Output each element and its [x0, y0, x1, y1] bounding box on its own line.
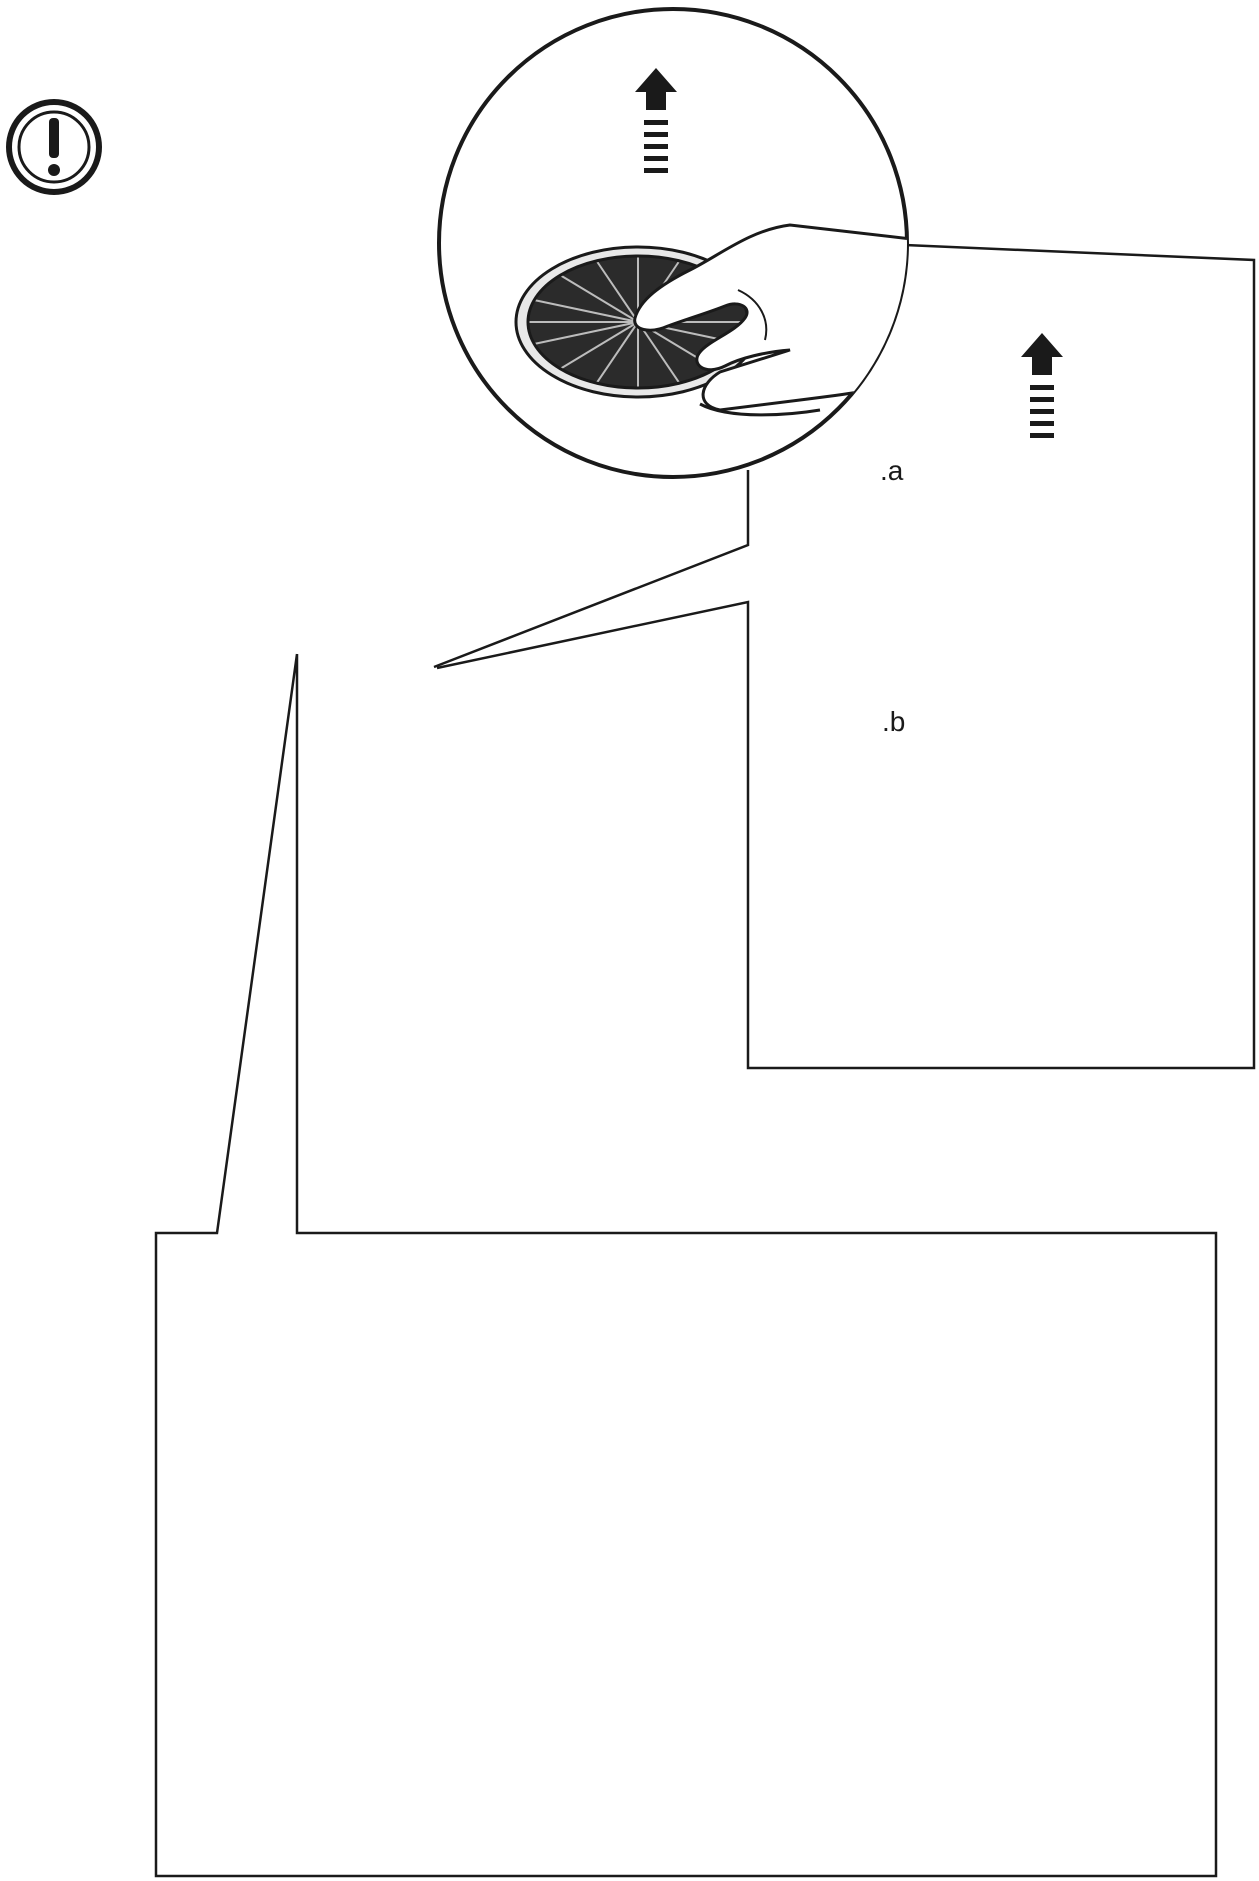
label-b: .b: [882, 706, 906, 737]
warning-icon: [6, 99, 102, 195]
magnified-filter-view: [437, 7, 909, 479]
callout-lines: [154, 243, 1256, 1878]
label-a: .a: [880, 455, 904, 486]
filter-removal-detail: [1021, 333, 1063, 438]
